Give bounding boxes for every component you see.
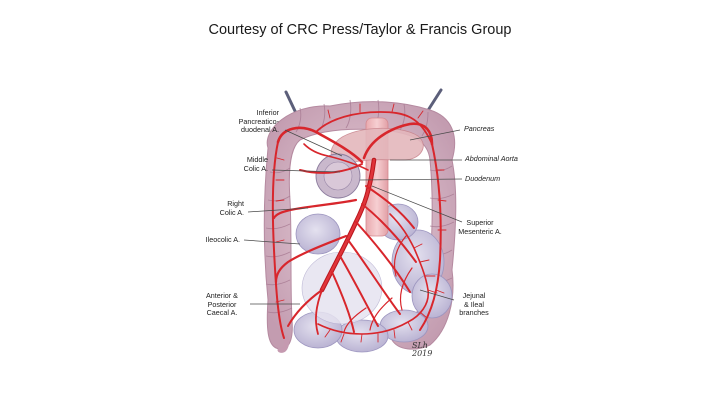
label-jejunal-ileal: Jejunal & Ileal branches [459, 291, 489, 318]
label-inferior-pancreaticoduodenal: Inferior Pancreatico- duodenal A. [238, 108, 279, 135]
label-caecal: Anterior & Posterior Caecal A. [206, 291, 238, 318]
label-duodenum: Duodenum [465, 174, 501, 183]
leader-lines [243, 129, 463, 305]
label-pancreas: Pancreas [464, 124, 495, 133]
large-intestine [263, 99, 457, 350]
label-ileocolic: Ileocolic A. [205, 235, 240, 244]
arterial-tree [271, 103, 447, 343]
label-superior-mesenteric: Superior Mesenteric A. [458, 218, 502, 236]
artist-signature: SLh 2019 [412, 341, 433, 358]
appendix [277, 335, 289, 353]
small-bowel [293, 203, 453, 353]
duodenum [315, 153, 361, 199]
figure-title: Courtesy of CRC Press/Taylor & Francis G… [208, 22, 512, 38]
label-right-colic: Right Colic A. [219, 199, 244, 217]
label-middle-colic: Middle Colic A. [243, 155, 268, 173]
label-abdominal-aorta: Abdominal Aorta [465, 154, 518, 163]
